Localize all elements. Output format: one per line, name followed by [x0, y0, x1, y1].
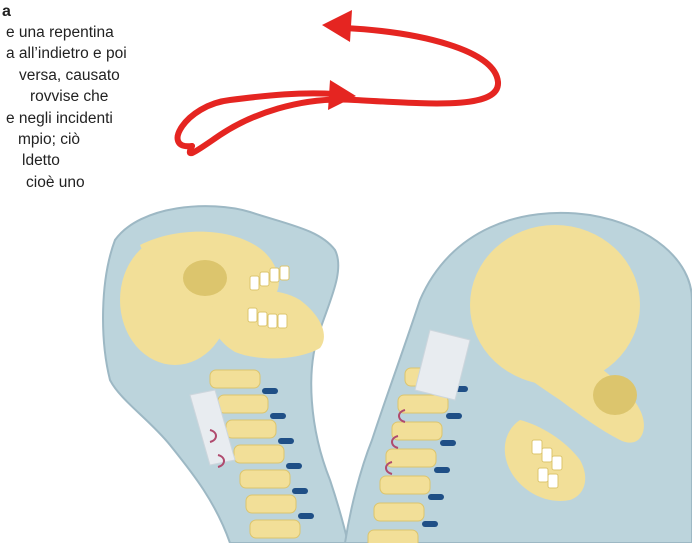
curved-whiplash-arrow-icon: [178, 10, 498, 153]
skull-hyperflexion-icon: [345, 213, 692, 543]
skull-hyperextension-icon: [103, 206, 348, 543]
